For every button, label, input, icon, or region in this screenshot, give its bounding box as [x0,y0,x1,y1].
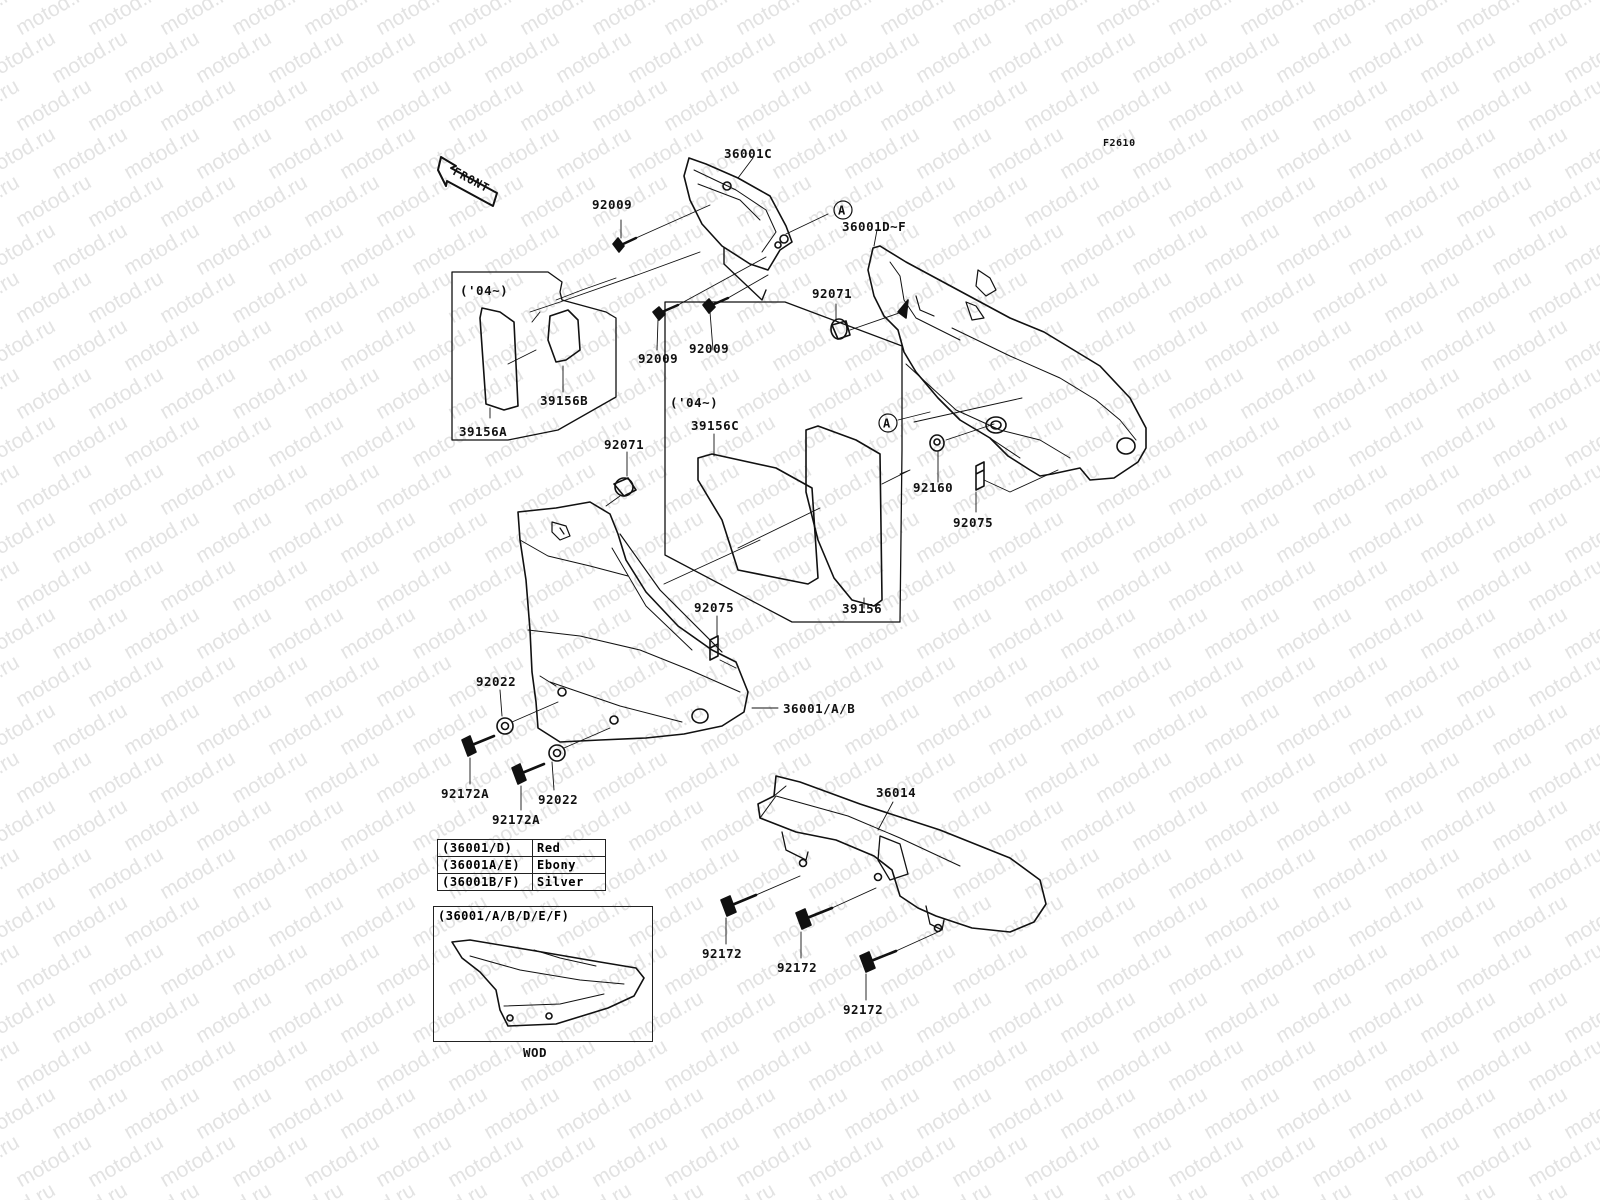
part-39156c-drawing [697,453,819,585]
grommet-92071-lower-icon [605,477,637,507]
color-code-cell: (36001/D) [437,839,533,857]
variant-box-title: (36001/A/B/D/E/F) [438,909,570,923]
bolt-92172a-a-icon [461,734,496,757]
part-36001-a-b-drawing [517,501,749,743]
variant-box-04-upper [451,271,617,441]
wod-variant-drawing [451,939,645,1027]
part-39156b-drawing [547,309,581,363]
label-92022-b: 92022 [538,792,579,807]
color-code-cell: (36001A/E) [437,856,533,874]
label-92009-b: 92009 [638,351,679,366]
label-39156: 39156 [842,601,883,616]
label-92071-upper: 92071 [812,286,853,301]
callout-a-upper-letter: A [838,204,846,218]
clip-92075-lower-icon [709,635,737,669]
washer-92022-a-icon [496,701,559,735]
collar-92160-icon [929,423,995,452]
part-36014-drawing [757,775,1047,933]
label-39156a: 39156A [459,424,508,439]
part-39156-drawing [805,425,883,607]
callout-a-lower-icon [878,413,898,433]
color-name-cell: Red [532,839,606,857]
label-39156c: 39156C [691,418,740,433]
label-04-upper: ('04~) [460,283,509,298]
label-92071-lower: 92071 [604,437,645,452]
figure-code: F2610 [1103,138,1136,149]
variant-box-wod: (36001/A/B/D/E/F) [433,906,653,1042]
bolt-92172-b-icon [795,887,877,930]
front-arrow-icon [437,156,498,207]
front-label: FRONT [451,164,493,195]
bolt-92172-c-icon [859,931,939,973]
washer-92022-b-icon [548,727,611,762]
part-36001d-f-drawing [867,245,1147,481]
label-92172-a: 92172 [702,946,743,961]
color-name-cell: Silver [532,873,606,891]
variant-box-caption: WOD [523,1045,548,1060]
label-04-middle: ('04~) [670,395,719,410]
label-92172a-b: 92172A [492,812,541,827]
color-name-cell: Ebony [532,856,606,874]
part-39156a-drawing [479,307,519,411]
label-92172-b: 92172 [777,960,818,975]
label-92075-lower: 92075 [694,600,735,615]
part-36001c-drawing [683,157,793,301]
callout-a-upper-icon [833,200,853,220]
table-row: (36001/D) Red [437,839,606,857]
table-row: (36001B/F) Silver [437,873,606,891]
label-36001d-f: 36001D~F [842,219,907,234]
label-92172a-a: 92172A [441,786,490,801]
screw-92009-c-icon [702,296,730,314]
clip-92075-upper-icon [975,461,1059,493]
color-code-table: (36001/D) Red (36001A/E) Ebony (36001B/F… [437,839,606,891]
label-92160: 92160 [913,480,954,495]
label-92172-c: 92172 [843,1002,884,1017]
label-39156b: 39156B [540,393,589,408]
table-row: (36001A/E) Ebony [437,856,606,874]
label-92075-upper: 92075 [953,515,994,530]
screw-92009-a-icon [612,236,638,253]
label-92009-c: 92009 [689,341,730,356]
bolt-92172a-b-icon [511,762,546,785]
label-92022-a: 92022 [476,674,517,689]
color-code-cell: (36001B/F) [437,873,533,891]
label-92009-a: 92009 [592,197,633,212]
callout-a-lower-letter: A [883,417,891,431]
label-36014: 36014 [876,785,917,800]
label-36001c: 36001C [724,146,773,161]
label-36001-a-b: 36001/A/B [783,701,856,716]
variant-box-04-middle [664,301,903,623]
bolt-92172-a-icon [720,875,801,917]
grommet-92071-upper-icon [830,311,903,340]
